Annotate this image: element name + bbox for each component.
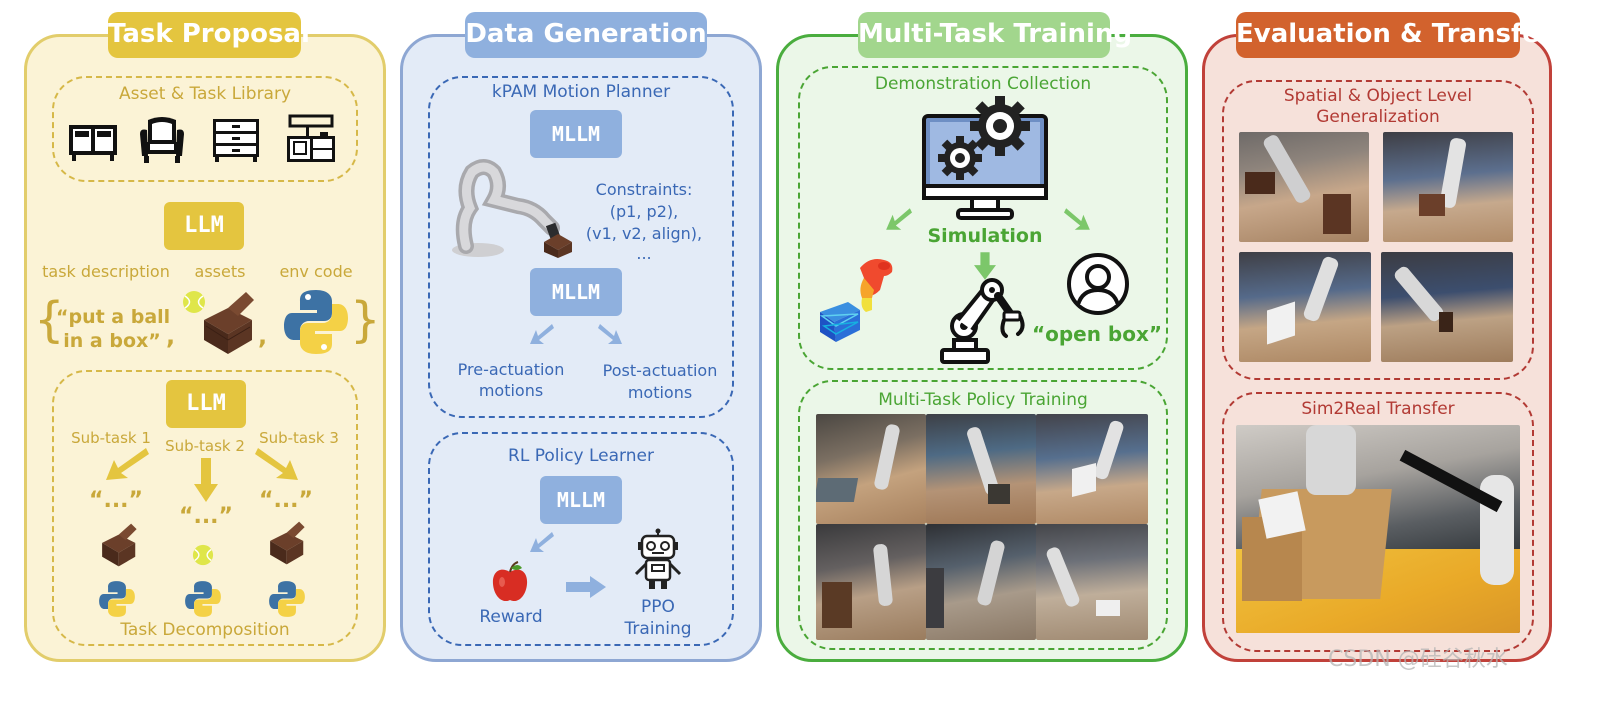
- placeholder-quote-3: “...”: [259, 488, 313, 513]
- python-logo-small-icon-3: [269, 581, 305, 617]
- wooden-box-icon: [204, 292, 254, 354]
- llm-button-bottom[interactable]: LLM: [166, 380, 246, 428]
- subtask-3-label: Sub-task 3: [259, 429, 339, 447]
- arrow-down-right-icon: [255, 448, 298, 480]
- sim2real-transfer-box: [1222, 392, 1534, 652]
- arrow-down-right-icon: [598, 324, 622, 344]
- constraints-line-4: ...: [636, 244, 652, 263]
- armchair-icon: [140, 117, 184, 163]
- post-actuation-line-1: Post-actuation: [602, 361, 718, 380]
- policy-training-image-3: [1036, 414, 1148, 524]
- wooden-box-small-icon-2: [270, 521, 305, 565]
- generalization-image-2: [1383, 132, 1513, 242]
- constraints-line-2: (p1, p2),: [609, 202, 679, 221]
- generalization-image-1: [1239, 132, 1369, 242]
- reward-label: Reward: [479, 607, 543, 627]
- policy-training-image-5: [926, 524, 1036, 640]
- sim2real-transfer-label: Sim2Real Transfer: [1301, 399, 1455, 419]
- kpam-motion-planner-box: [428, 76, 734, 418]
- placeholder-quote-1: “...”: [89, 488, 143, 513]
- evaluation-transfer-title: Evaluation & Transfer: [1236, 12, 1553, 58]
- apple-icon: [492, 561, 528, 602]
- policy-training-image-6: [1036, 524, 1148, 640]
- arrow-right-icon: [566, 576, 606, 598]
- env-code-label: env code: [279, 262, 353, 281]
- arrow-down-left-icon: [106, 448, 149, 480]
- generalization-image-4: [1381, 252, 1513, 362]
- open-box-label: “open box”: [1031, 322, 1163, 346]
- multi-task-training-title: Multi-Task Training: [858, 12, 1132, 58]
- llm-button-top[interactable]: LLM: [164, 202, 244, 250]
- dresser-icon: [213, 119, 259, 162]
- pre-actuation-line-2: motions: [478, 381, 544, 400]
- computer-gears-icon: [922, 96, 1048, 220]
- task-proposal-title: Task Proposal: [108, 12, 310, 58]
- kpam-motion-planner-label: kPAM Motion Planner: [491, 82, 671, 102]
- tennis-ball-small-icon: [192, 544, 214, 566]
- data-generation-title: Data Generation: [465, 12, 707, 58]
- python-logo-icon: [284, 290, 348, 354]
- arrow-down-left-icon: [530, 324, 554, 344]
- multi-task-policy-training-box: [798, 380, 1168, 650]
- subtask-1-label: Sub-task 1: [71, 429, 151, 447]
- tennis-ball-icon: [183, 291, 205, 313]
- rl-policy-learner-label: RL Policy Learner: [508, 446, 654, 466]
- arrow-down-icon: [194, 458, 218, 502]
- arrow-down-left-icon: [886, 208, 912, 230]
- multi-task-policy-training-label: Multi-Task Policy Training: [878, 390, 1088, 410]
- arrow-down-right-icon: [1064, 208, 1090, 230]
- comma-2: ,: [258, 322, 268, 350]
- mllm-button-2[interactable]: MLLM: [530, 268, 622, 316]
- wooden-box-small-icon-1: [102, 523, 137, 567]
- demonstration-collection-label: Demonstration Collection: [874, 74, 1092, 94]
- python-logo-small-icon-1: [99, 581, 135, 617]
- robot-icon: [634, 528, 682, 589]
- policy-training-image-4: [816, 524, 926, 640]
- generalization-image-3: [1239, 252, 1371, 362]
- task-decomposition-box: [52, 370, 358, 646]
- pre-actuation-line-1: Pre-actuation: [457, 360, 565, 379]
- simulation-label: Simulation: [927, 225, 1043, 247]
- robot-arm-outline-icon: [940, 278, 1025, 364]
- robot-arm-icon: [452, 159, 572, 258]
- tv-stand-icon: [69, 125, 117, 161]
- comma-1: ,: [166, 322, 176, 350]
- rl-policy-learner-box: [428, 432, 734, 646]
- constraints-line-3: (v1, v2, align),: [585, 224, 703, 243]
- close-brace: }: [350, 292, 381, 348]
- policy-training-image-2: [926, 414, 1036, 524]
- open-brace: {: [34, 292, 65, 348]
- sim2real-photo: [1236, 425, 1520, 633]
- mllm-button-3[interactable]: MLLM: [540, 476, 622, 524]
- ppo-line-1: PPO: [641, 597, 675, 617]
- placeholder-quote-2: “...”: [179, 504, 233, 529]
- post-actuation-line-2: motions: [627, 383, 693, 402]
- watermark: CSDN @硅谷秋水: [1328, 647, 1508, 672]
- python-logo-small-icon-2: [185, 581, 221, 617]
- task-quote-line-1: “put a ball: [56, 306, 171, 328]
- subtask-2-label: Sub-task 2: [165, 437, 245, 455]
- arrow-down-icon: [974, 252, 996, 280]
- task-description-label: task description: [42, 262, 170, 281]
- kitchen-counter-icon: [287, 114, 335, 162]
- generalization-box: [1222, 80, 1534, 380]
- demonstration-collection-box: [798, 66, 1168, 370]
- user-avatar-icon: [1067, 253, 1129, 315]
- generalization-line-2: Generalization: [1316, 107, 1440, 127]
- point-cloud-icon: [819, 259, 893, 342]
- mllm-button-1[interactable]: MLLM: [530, 110, 622, 158]
- constraints-line-1: Constraints:: [595, 180, 693, 199]
- arrow-down-left-icon: [530, 532, 554, 552]
- policy-training-image-1: [816, 414, 926, 524]
- asset-task-library-label: Asset & Task Library: [118, 84, 292, 104]
- assets-label: assets: [194, 262, 246, 281]
- task-quote-line-2: in a box”: [63, 330, 161, 352]
- generalization-line-1: Spatial & Object Level: [1283, 86, 1473, 106]
- task-decomposition-label: Task Decomposition: [120, 620, 290, 640]
- ppo-line-2: Training: [624, 619, 692, 639]
- asset-task-library-box: [52, 76, 358, 182]
